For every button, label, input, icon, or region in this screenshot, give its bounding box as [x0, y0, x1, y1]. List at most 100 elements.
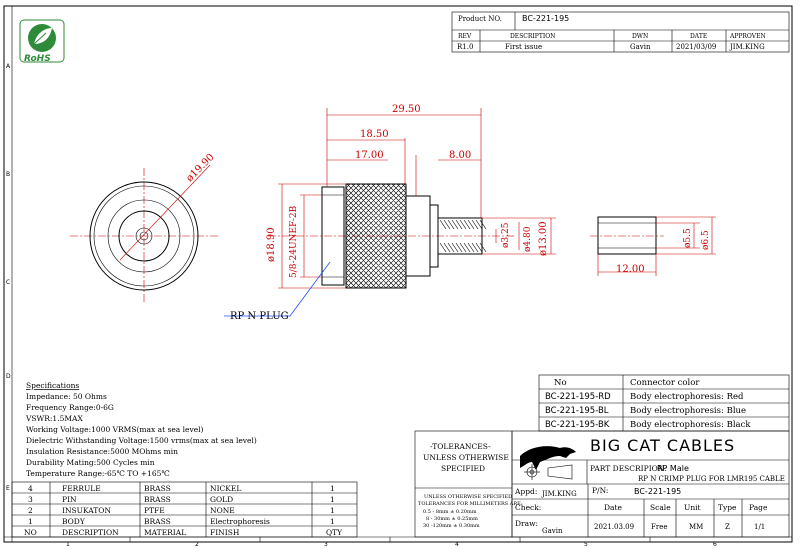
- bom-cell: INSUKATON: [62, 506, 111, 515]
- appd-value: JIM.KING: [541, 490, 577, 498]
- row-marker-b: B: [6, 171, 10, 178]
- spec-line: Temperature Range:-65℃ TO +165℃: [26, 469, 170, 478]
- dim-ferrule-length: 12.00: [616, 264, 645, 275]
- spec-line: Frequency Range:0-6G: [26, 403, 114, 412]
- color-header-no: No: [554, 378, 567, 388]
- bom-cell: 1: [330, 495, 335, 504]
- info-value: 1/1: [754, 523, 765, 531]
- bom-cell: PIN: [62, 495, 77, 504]
- color-row-pn: BC-221-195-RD: [545, 392, 611, 402]
- tol-small-heading2: TOLERANCES FOR MILLIMETERS ARE:: [418, 501, 523, 507]
- bom-cell: BRASS: [144, 495, 171, 504]
- bom-header: DESCRIPTION: [62, 528, 119, 537]
- color-table: No Connector color BC-221-195-RD Body el…: [538, 374, 790, 432]
- bom-header: NO: [24, 528, 37, 537]
- info-value: Z: [725, 523, 730, 531]
- part-desc-line2: RP N CRIMP PLUG FOR LMR195 CABLE: [638, 475, 785, 483]
- bom-cell: 1: [28, 517, 33, 526]
- dim-pin-dia: ø3.25: [501, 222, 511, 248]
- spec-line: Dielectric Withstanding Voltage:1500 vrm…: [26, 436, 257, 445]
- col-marker-5: 5: [584, 541, 588, 548]
- spec-line: Durability Mating:500 Cycles min: [26, 458, 155, 467]
- col-marker-6: 6: [713, 541, 717, 548]
- bom-cell: FERRULE: [62, 484, 101, 493]
- color-header-color: Connector color: [630, 378, 700, 388]
- row-marker-e: E: [6, 485, 10, 492]
- bom-header: FINISH: [210, 528, 240, 537]
- bom-cell: 1: [330, 484, 335, 493]
- rev-header-dwn: DWN: [632, 33, 648, 40]
- ferrule-view: 12.00 ø5.5 ø6.5: [590, 216, 716, 276]
- tol-small-line: 8 - 30mm ± 0.25mm: [426, 516, 478, 522]
- bom-cell: NICKEL: [210, 484, 241, 493]
- spec-line: Impedance: 50 Ohms: [26, 392, 107, 401]
- dim-face-dia: ø19.90: [184, 152, 216, 184]
- color-row-pn: BC-221-195-BK: [545, 420, 610, 430]
- product-no-label: Product NO.: [458, 15, 502, 23]
- spec-line: Insulation Resistance:5000 MOhms min: [26, 447, 178, 456]
- projection-symbol-icon: [524, 464, 573, 480]
- dim-crimp-length: 8.00: [449, 150, 471, 161]
- dim-ferrule-id: ø5.5: [683, 228, 693, 248]
- callout-label: RP N PLUG: [230, 311, 289, 322]
- tol-small-heading1: UNLESS OTHERWISE SPECIFIED: [424, 494, 512, 500]
- col-marker-1: 1: [66, 541, 70, 548]
- rev-row-dwn: Gavin: [630, 43, 651, 51]
- rp-n-plug-callout: RP N PLUG: [224, 261, 331, 322]
- tol-line2: SPECIFIED: [441, 464, 485, 473]
- rev-row-rev: R1.0: [457, 43, 473, 51]
- side-view: 29.50 18.50 17.00 8.00 ø18.90 5/8-24UNEF…: [266, 104, 556, 289]
- knurl-pattern: [345, 183, 407, 289]
- pn-value: BC-221-195: [634, 487, 681, 496]
- bom-cell: BRASS: [144, 517, 171, 526]
- bom-cell: 3: [28, 495, 33, 504]
- rev-header-approven: APPROVEN: [729, 33, 766, 40]
- rev-header-rev: REV: [458, 33, 472, 40]
- col-marker-2: 2: [195, 541, 199, 548]
- info-header: Scale: [650, 503, 671, 512]
- crimp-hatch: [439, 219, 487, 253]
- bom-cell: 1: [330, 517, 335, 526]
- bom-table: 4 FERRULE BRASS NICKEL 1 3 PIN BRASS GOL…: [11, 481, 358, 538]
- product-no-value: BC-221-195: [522, 14, 569, 23]
- draw-label: Draw:: [515, 519, 538, 528]
- company-block: BIG CAT CABLES PART DESCRIPION: RP Male …: [511, 430, 790, 538]
- info-value: MM: [689, 523, 703, 531]
- color-row-desc: Body electrophoresis: Black: [630, 420, 751, 430]
- part-desc-value: RP Male: [657, 464, 689, 473]
- dim-inner-dia: ø4.80: [523, 226, 533, 252]
- bom-cell: BODY: [62, 517, 86, 526]
- col-marker-3: 3: [324, 541, 328, 548]
- rev-row-approven: JIM.KING: [729, 43, 765, 51]
- color-row-desc: Body electrophoresis: Blue: [630, 406, 746, 416]
- spec-line: Working Voltage:1000 VRMS(max at sea lev…: [26, 425, 204, 434]
- tol-line1: UNLESS OTHERWISE: [423, 453, 509, 462]
- info-header: Unit: [684, 503, 701, 512]
- color-row-pn: BC-221-195-BL: [545, 406, 609, 416]
- check-label: Check:: [515, 503, 541, 512]
- appd-label: Appd:: [514, 487, 537, 496]
- row-marker-d: D: [6, 373, 11, 380]
- revision-block: Product NO. BC-221-195 REV DESCRIPTION D…: [451, 11, 790, 53]
- rev-row-date: 2021/03/09: [676, 43, 716, 51]
- company-name: BIG CAT CABLES: [590, 436, 735, 455]
- dim-body-dia: ø18.90: [266, 227, 277, 262]
- bom-cell: PTFE: [144, 506, 165, 515]
- row-marker-c: C: [6, 279, 10, 286]
- bom-cell: 1: [330, 506, 335, 515]
- bom-cell: GOLD: [210, 495, 233, 504]
- dim-thread: 5/8-24UNEF-2B: [289, 205, 299, 278]
- bom-cell: BRASS: [144, 484, 171, 493]
- info-value: 2021.03.09: [594, 523, 634, 531]
- front-view: ø19.90: [70, 152, 220, 304]
- info-header: Page: [749, 503, 768, 512]
- dim-crimp-dia: ø13.00: [538, 221, 549, 256]
- bom-header: MATERIAL: [144, 528, 186, 537]
- bom-cell: NONE: [210, 506, 235, 515]
- dim-front-length: 17.00: [355, 150, 384, 161]
- dim-overall-length: 29.50: [392, 104, 421, 115]
- bom-cell: 2: [28, 506, 33, 515]
- specifications: Specifications Impedance: 50 Ohms Freque…: [25, 381, 257, 478]
- tol-small-line: 30 -120mm ± 0.30mm: [423, 523, 480, 529]
